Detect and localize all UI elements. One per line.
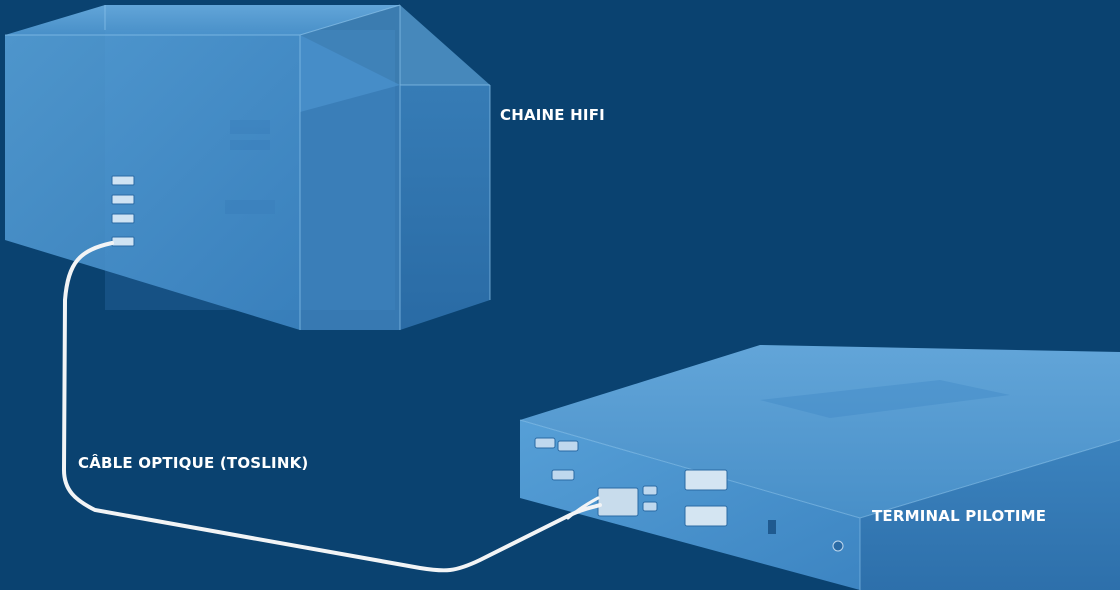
label-terminal: TERMINAL PILOTIME — [872, 507, 1047, 525]
hifi-right-section — [300, 35, 400, 330]
hifi-ports — [111, 175, 135, 247]
hifi-top-right — [400, 5, 490, 85]
terminal-round-port — [832, 540, 844, 552]
terminal-ports — [534, 437, 844, 552]
hifi-top-face — [5, 5, 400, 35]
terminal-port-c2 — [642, 501, 658, 512]
hifi-side-face — [400, 85, 490, 330]
toslink-connector — [597, 487, 639, 517]
hifi-port-1 — [111, 175, 135, 186]
hifi-port-4 — [111, 236, 135, 247]
hifi-panel-details — [225, 120, 275, 214]
terminal-small-port — [768, 520, 776, 534]
hifi-port-3 — [111, 213, 135, 224]
scart-port-2 — [684, 505, 728, 527]
terminal-port-c1 — [642, 485, 658, 496]
terminal-top-detail — [760, 380, 1010, 418]
optical-cable-tail — [566, 496, 600, 520]
terminal-front-face — [520, 420, 860, 590]
terminal-port-a2 — [557, 440, 579, 452]
hifi-system — [5, 4, 491, 330]
hifi-edges — [5, 4, 491, 330]
terminal-port-b — [551, 469, 575, 481]
terminal-edges — [519, 419, 1120, 590]
hifi-port-2 — [111, 194, 135, 205]
scart-port-1 — [684, 469, 728, 491]
terminal-port-a1 — [534, 437, 556, 449]
terminal-top-face — [520, 345, 1120, 518]
label-hifi-system: CHAINE HIFI — [500, 106, 605, 124]
terminal-side-face — [860, 440, 1120, 590]
terminal-device — [519, 345, 1120, 590]
label-optical-cable: CÂBLE OPTIQUE (TOSLINK) — [78, 454, 309, 472]
